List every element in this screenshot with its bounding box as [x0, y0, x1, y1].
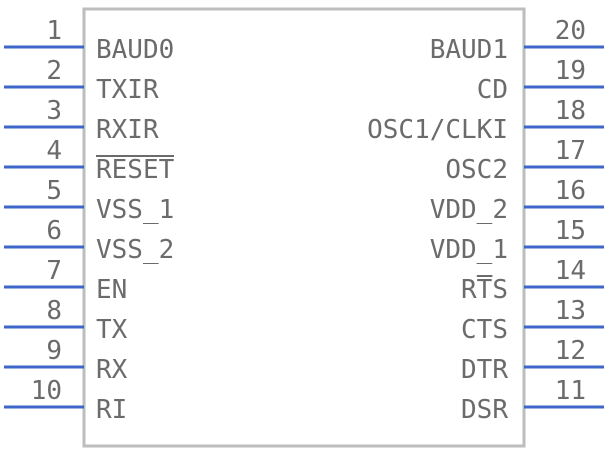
pin-17-number: 17 — [555, 136, 586, 166]
pin-12-number: 12 — [555, 336, 586, 366]
pin-1-name: BAUD0 — [96, 35, 174, 65]
pin-15-name: VDD_1 — [430, 235, 508, 265]
pin-19-number: 19 — [555, 56, 586, 86]
pin-3-number: 3 — [46, 96, 62, 126]
pin-10-number: 10 — [31, 376, 62, 406]
pin-13-number: 13 — [555, 296, 586, 326]
pin-5-number: 5 — [46, 176, 62, 206]
pin-12-name: DTR — [461, 355, 508, 385]
pin-2-number: 2 — [46, 56, 62, 86]
pin-20-number: 20 — [555, 16, 586, 46]
pin-20-name: BAUD1 — [430, 35, 508, 65]
ic-body — [82, 7, 526, 448]
pin-9-name: RX — [96, 355, 128, 385]
pin-1-number: 1 — [46, 16, 62, 46]
pin-11-number: 11 — [555, 376, 586, 406]
pin-18-number: 18 — [555, 96, 586, 126]
pin-19-name: CD — [477, 75, 508, 105]
pin-2-name: TXIR — [96, 75, 159, 105]
pin-15-number: 15 — [555, 216, 586, 246]
pin-6-name: VSS_2 — [96, 235, 174, 265]
pin-7-name: EN — [96, 275, 127, 305]
pin-10-name: RI — [96, 395, 127, 425]
pin-7-number: 7 — [46, 256, 62, 286]
pin-9-number: 9 — [46, 336, 62, 366]
pin-4-name: RESET — [96, 155, 175, 185]
pin-13-name: CTS — [461, 315, 508, 345]
pin-4-number: 4 — [46, 136, 62, 166]
pin-16-number: 16 — [555, 176, 586, 206]
pin-14-name: RTS — [461, 275, 508, 305]
pin-3-name: RXIR — [96, 115, 159, 145]
pin-18-name: OSC1/CLKI — [367, 115, 508, 145]
pin-16-name: VDD_2 — [430, 195, 508, 225]
pin-5-name: VSS_1 — [96, 195, 174, 225]
pin-8-name: TX — [96, 315, 128, 345]
pin-11-name: DSR — [461, 395, 508, 425]
pin-17-name: OSC2 — [445, 155, 508, 185]
pin-6-number: 6 — [46, 216, 62, 246]
pin-8-number: 8 — [46, 296, 62, 326]
pin-14-number: 14 — [555, 256, 586, 286]
